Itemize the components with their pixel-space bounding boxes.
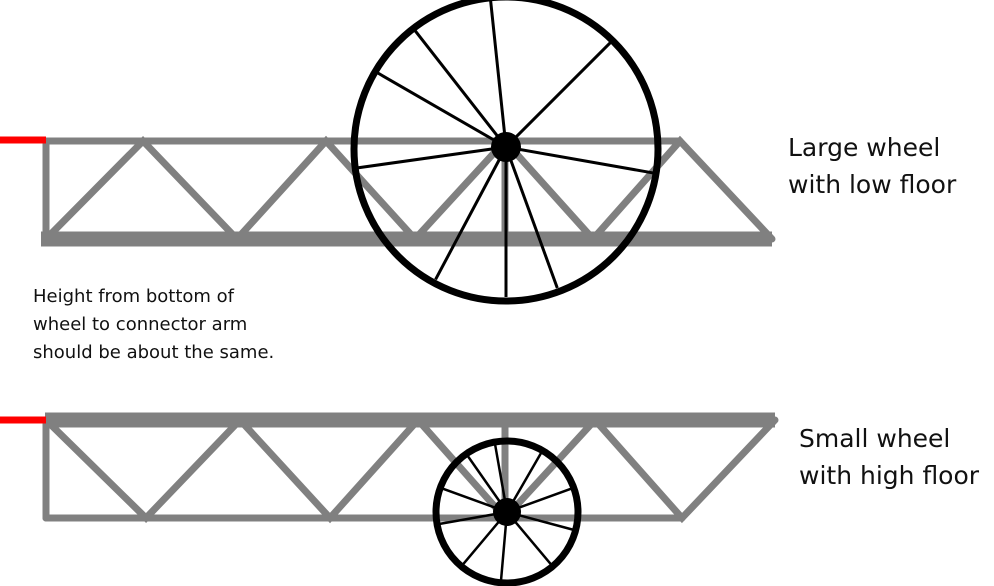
height-note-line2: wheel to connector arm	[33, 314, 248, 335]
spoke	[375, 70, 507, 149]
web-diagonals	[42, 135, 776, 245]
spoke	[504, 39, 614, 149]
small-wheel-label: Small wheel with high floor	[799, 420, 979, 494]
height-note-line3: should be about the same.	[33, 342, 275, 363]
bottom-truss-high-floor	[42, 412, 779, 524]
large-wheel	[350, 0, 662, 305]
spoke	[357, 145, 507, 170]
large-wheel-spokes	[357, 0, 654, 297]
spoke	[434, 146, 508, 281]
small-wheel	[432, 437, 582, 586]
large-wheel-rim	[350, 0, 662, 305]
height-note: Height from bottom of wheel to connector…	[33, 283, 274, 367]
spoke	[505, 145, 654, 175]
top-truss-low-floor	[41, 135, 776, 247]
height-note-line1: Height from bottom of	[33, 286, 235, 307]
spoke	[489, 0, 508, 148]
web-diagonals	[42, 414, 779, 524]
large-wheel-hub	[491, 132, 521, 162]
large-wheel-label-line2: with low floor	[788, 170, 957, 199]
spoke	[504, 146, 559, 289]
small-wheel-rim	[432, 437, 582, 586]
small-wheel-label-line1: Small wheel	[799, 424, 951, 453]
spoke	[412, 27, 508, 148]
large-wheel-label: Large wheel with low floor	[788, 129, 956, 203]
small-wheel-hub	[493, 498, 521, 526]
small-wheel-label-line2: with high floor	[799, 461, 980, 490]
large-wheel-label-line1: Large wheel	[788, 133, 941, 162]
